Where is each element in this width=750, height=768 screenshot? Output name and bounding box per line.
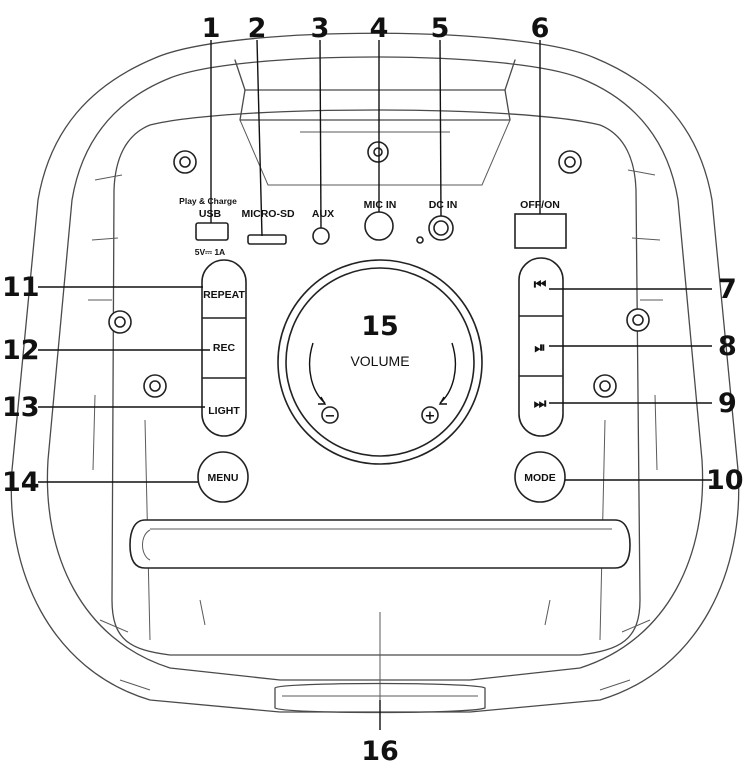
volume-plus-icon bbox=[421, 406, 439, 424]
volume-up-arrow bbox=[439, 342, 457, 404]
callout-6: 6 bbox=[531, 13, 550, 44]
screw-bottom-left bbox=[143, 374, 167, 398]
callout-2: 2 bbox=[248, 13, 267, 44]
status-led bbox=[416, 236, 424, 244]
callout-12: 12 bbox=[2, 335, 40, 366]
volume-down-arrow bbox=[308, 342, 326, 404]
callout-7: 7 bbox=[718, 274, 737, 305]
callout-15: 15 bbox=[361, 311, 399, 342]
usb-label: USB bbox=[199, 208, 222, 220]
screw-top-right bbox=[558, 150, 582, 174]
previous-track-icon: ⏮ bbox=[534, 277, 547, 293]
front-handle-bar bbox=[129, 519, 631, 569]
callout-3: 3 bbox=[311, 13, 330, 44]
callout-5: 5 bbox=[431, 13, 450, 44]
light-button-label: LIGHT bbox=[208, 405, 240, 417]
callout-1: 1 bbox=[202, 13, 221, 44]
volume-up-arrowhead bbox=[438, 396, 447, 405]
volume-label: VOLUME bbox=[350, 353, 409, 369]
mode-button bbox=[514, 451, 566, 503]
screw-mid-right bbox=[626, 308, 650, 332]
aux-label: AUX bbox=[312, 208, 334, 220]
usb-caption: Play & Charge bbox=[179, 196, 237, 206]
usb-port bbox=[195, 222, 229, 241]
menu-button bbox=[197, 451, 249, 503]
power-switch bbox=[514, 213, 567, 249]
screw-top-center bbox=[367, 141, 389, 163]
repeat-button-label: REPEAT bbox=[203, 289, 245, 301]
menu-button-label: MENU bbox=[208, 472, 239, 484]
screw-mid-left bbox=[108, 310, 132, 334]
volume-plus-sign: + bbox=[425, 409, 436, 424]
mode-button-label: MODE bbox=[524, 472, 556, 484]
callout-13: 13 bbox=[2, 392, 40, 423]
callout-16: 16 bbox=[361, 736, 399, 767]
mic-in-label: MIC IN bbox=[364, 199, 397, 211]
left-button-strip bbox=[201, 259, 247, 437]
aux-jack bbox=[312, 227, 330, 245]
rec-button-label: REC bbox=[213, 342, 236, 354]
volume-minus-sign: − bbox=[325, 409, 336, 424]
micro-sd-label: MICRO-SD bbox=[241, 208, 294, 220]
micro-sd-slot bbox=[247, 234, 287, 245]
volume-minus-icon bbox=[321, 406, 339, 424]
usb-rating: 5V⎓ 1A bbox=[195, 247, 225, 257]
callout-10: 10 bbox=[706, 465, 744, 496]
mic-in-jack bbox=[364, 211, 394, 241]
leader-lines bbox=[38, 39, 712, 730]
right-button-strip bbox=[518, 257, 564, 437]
next-track-icon: ⏭ bbox=[534, 396, 547, 412]
screw-top-left bbox=[173, 150, 197, 174]
callout-9: 9 bbox=[718, 388, 737, 419]
dc-in-label: DC IN bbox=[429, 199, 458, 211]
callout-4: 4 bbox=[370, 13, 389, 44]
callout-14: 14 bbox=[2, 467, 40, 498]
play-pause-icon: ⏯ bbox=[534, 340, 545, 356]
volume-down-arrowhead bbox=[318, 396, 327, 405]
callout-8: 8 bbox=[718, 331, 737, 362]
callout-11: 11 bbox=[2, 272, 40, 303]
screw-bottom-right bbox=[593, 374, 617, 398]
